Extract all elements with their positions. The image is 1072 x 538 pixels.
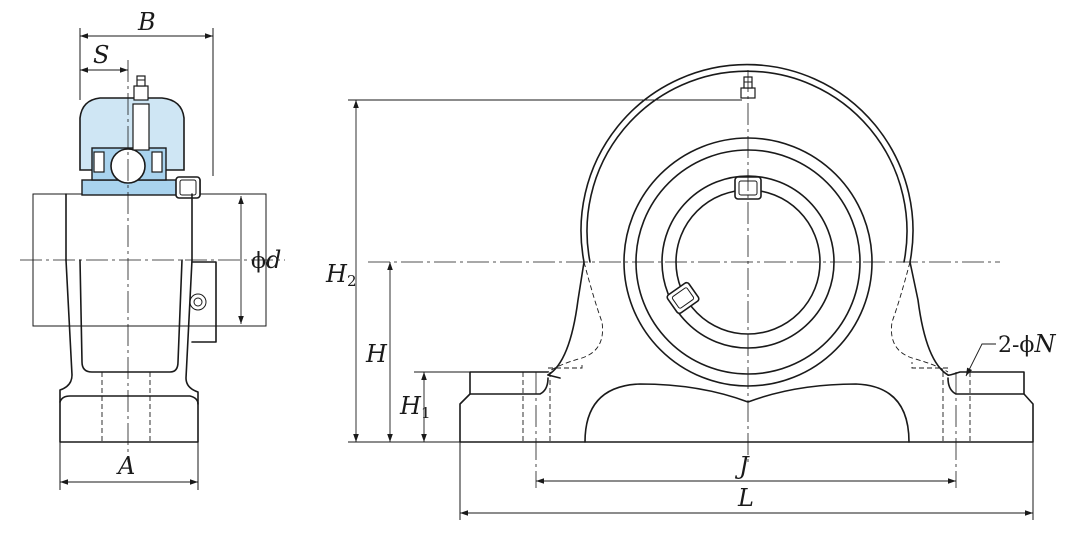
housing-base bbox=[459, 371, 1034, 443]
label-S: S bbox=[93, 41, 109, 69]
label-B: B bbox=[137, 8, 156, 36]
label-H: H bbox=[365, 340, 388, 368]
housing-outline bbox=[547, 63, 949, 376]
seal-left bbox=[93, 151, 105, 173]
label-J: J bbox=[734, 452, 750, 480]
label-H1: H1 bbox=[399, 392, 430, 422]
label-2-phi-N: 2-ϕN bbox=[998, 330, 1056, 358]
label-A: A bbox=[116, 452, 135, 480]
label-L: L bbox=[737, 484, 754, 512]
label-H2: H2 bbox=[325, 260, 356, 290]
set-screw-side bbox=[175, 176, 201, 199]
side-view: B S ϕd A bbox=[20, 8, 285, 490]
set-screw-lower bbox=[666, 281, 700, 315]
front-view: H2 H H1 J L 2-ϕN bbox=[325, 63, 1056, 520]
label-phi-d: ϕd bbox=[251, 246, 281, 274]
housing-pedestal bbox=[59, 259, 199, 443]
base-arch bbox=[584, 383, 910, 443]
grease-channel bbox=[132, 103, 150, 151]
grease-nipple-side bbox=[133, 75, 149, 101]
seal-right bbox=[151, 151, 163, 173]
